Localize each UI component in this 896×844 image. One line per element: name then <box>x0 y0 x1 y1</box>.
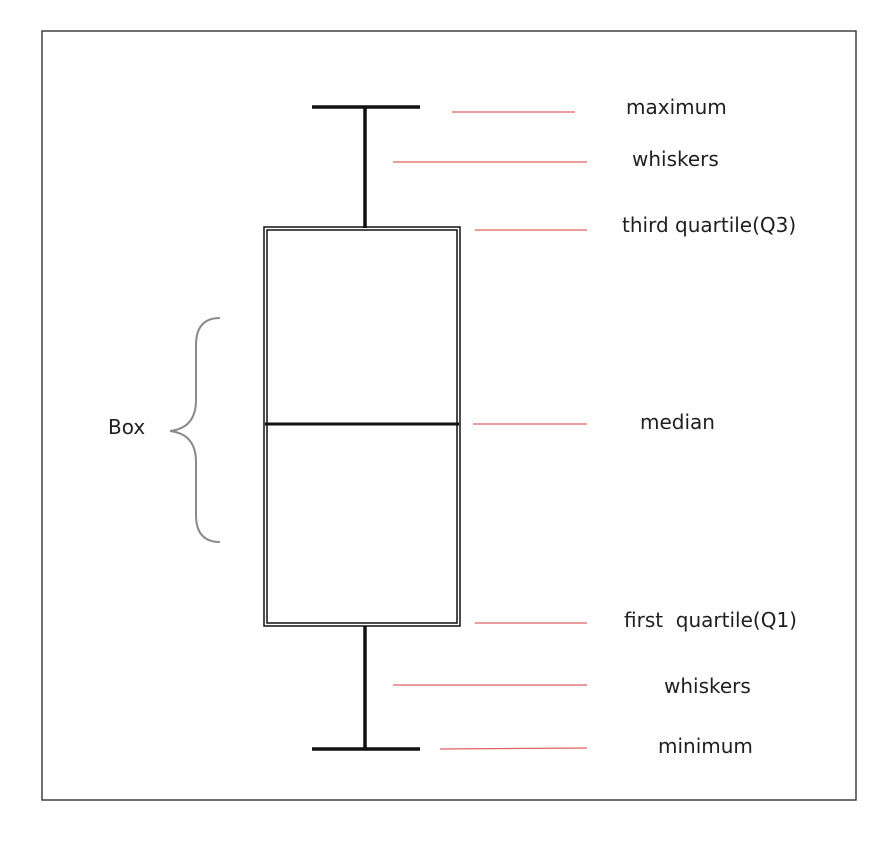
interquartile-box <box>263 226 461 627</box>
label-first-quartile: first quartile(Q1) <box>624 608 797 632</box>
leader-lines <box>393 111 588 750</box>
label-median: median <box>640 410 715 434</box>
label-whiskers-bottom: whiskers <box>664 674 751 698</box>
box-brace <box>169 317 221 543</box>
label-minimum: minimum <box>658 734 753 758</box>
box-label: Box <box>108 415 145 439</box>
label-third-quartile: third quartile(Q3) <box>622 213 796 237</box>
label-whiskers-top: whiskers <box>632 147 719 171</box>
diagram-frame <box>41 30 857 801</box>
leader-minimum <box>439 747 588 750</box>
label-maximum: maximum <box>626 95 727 119</box>
